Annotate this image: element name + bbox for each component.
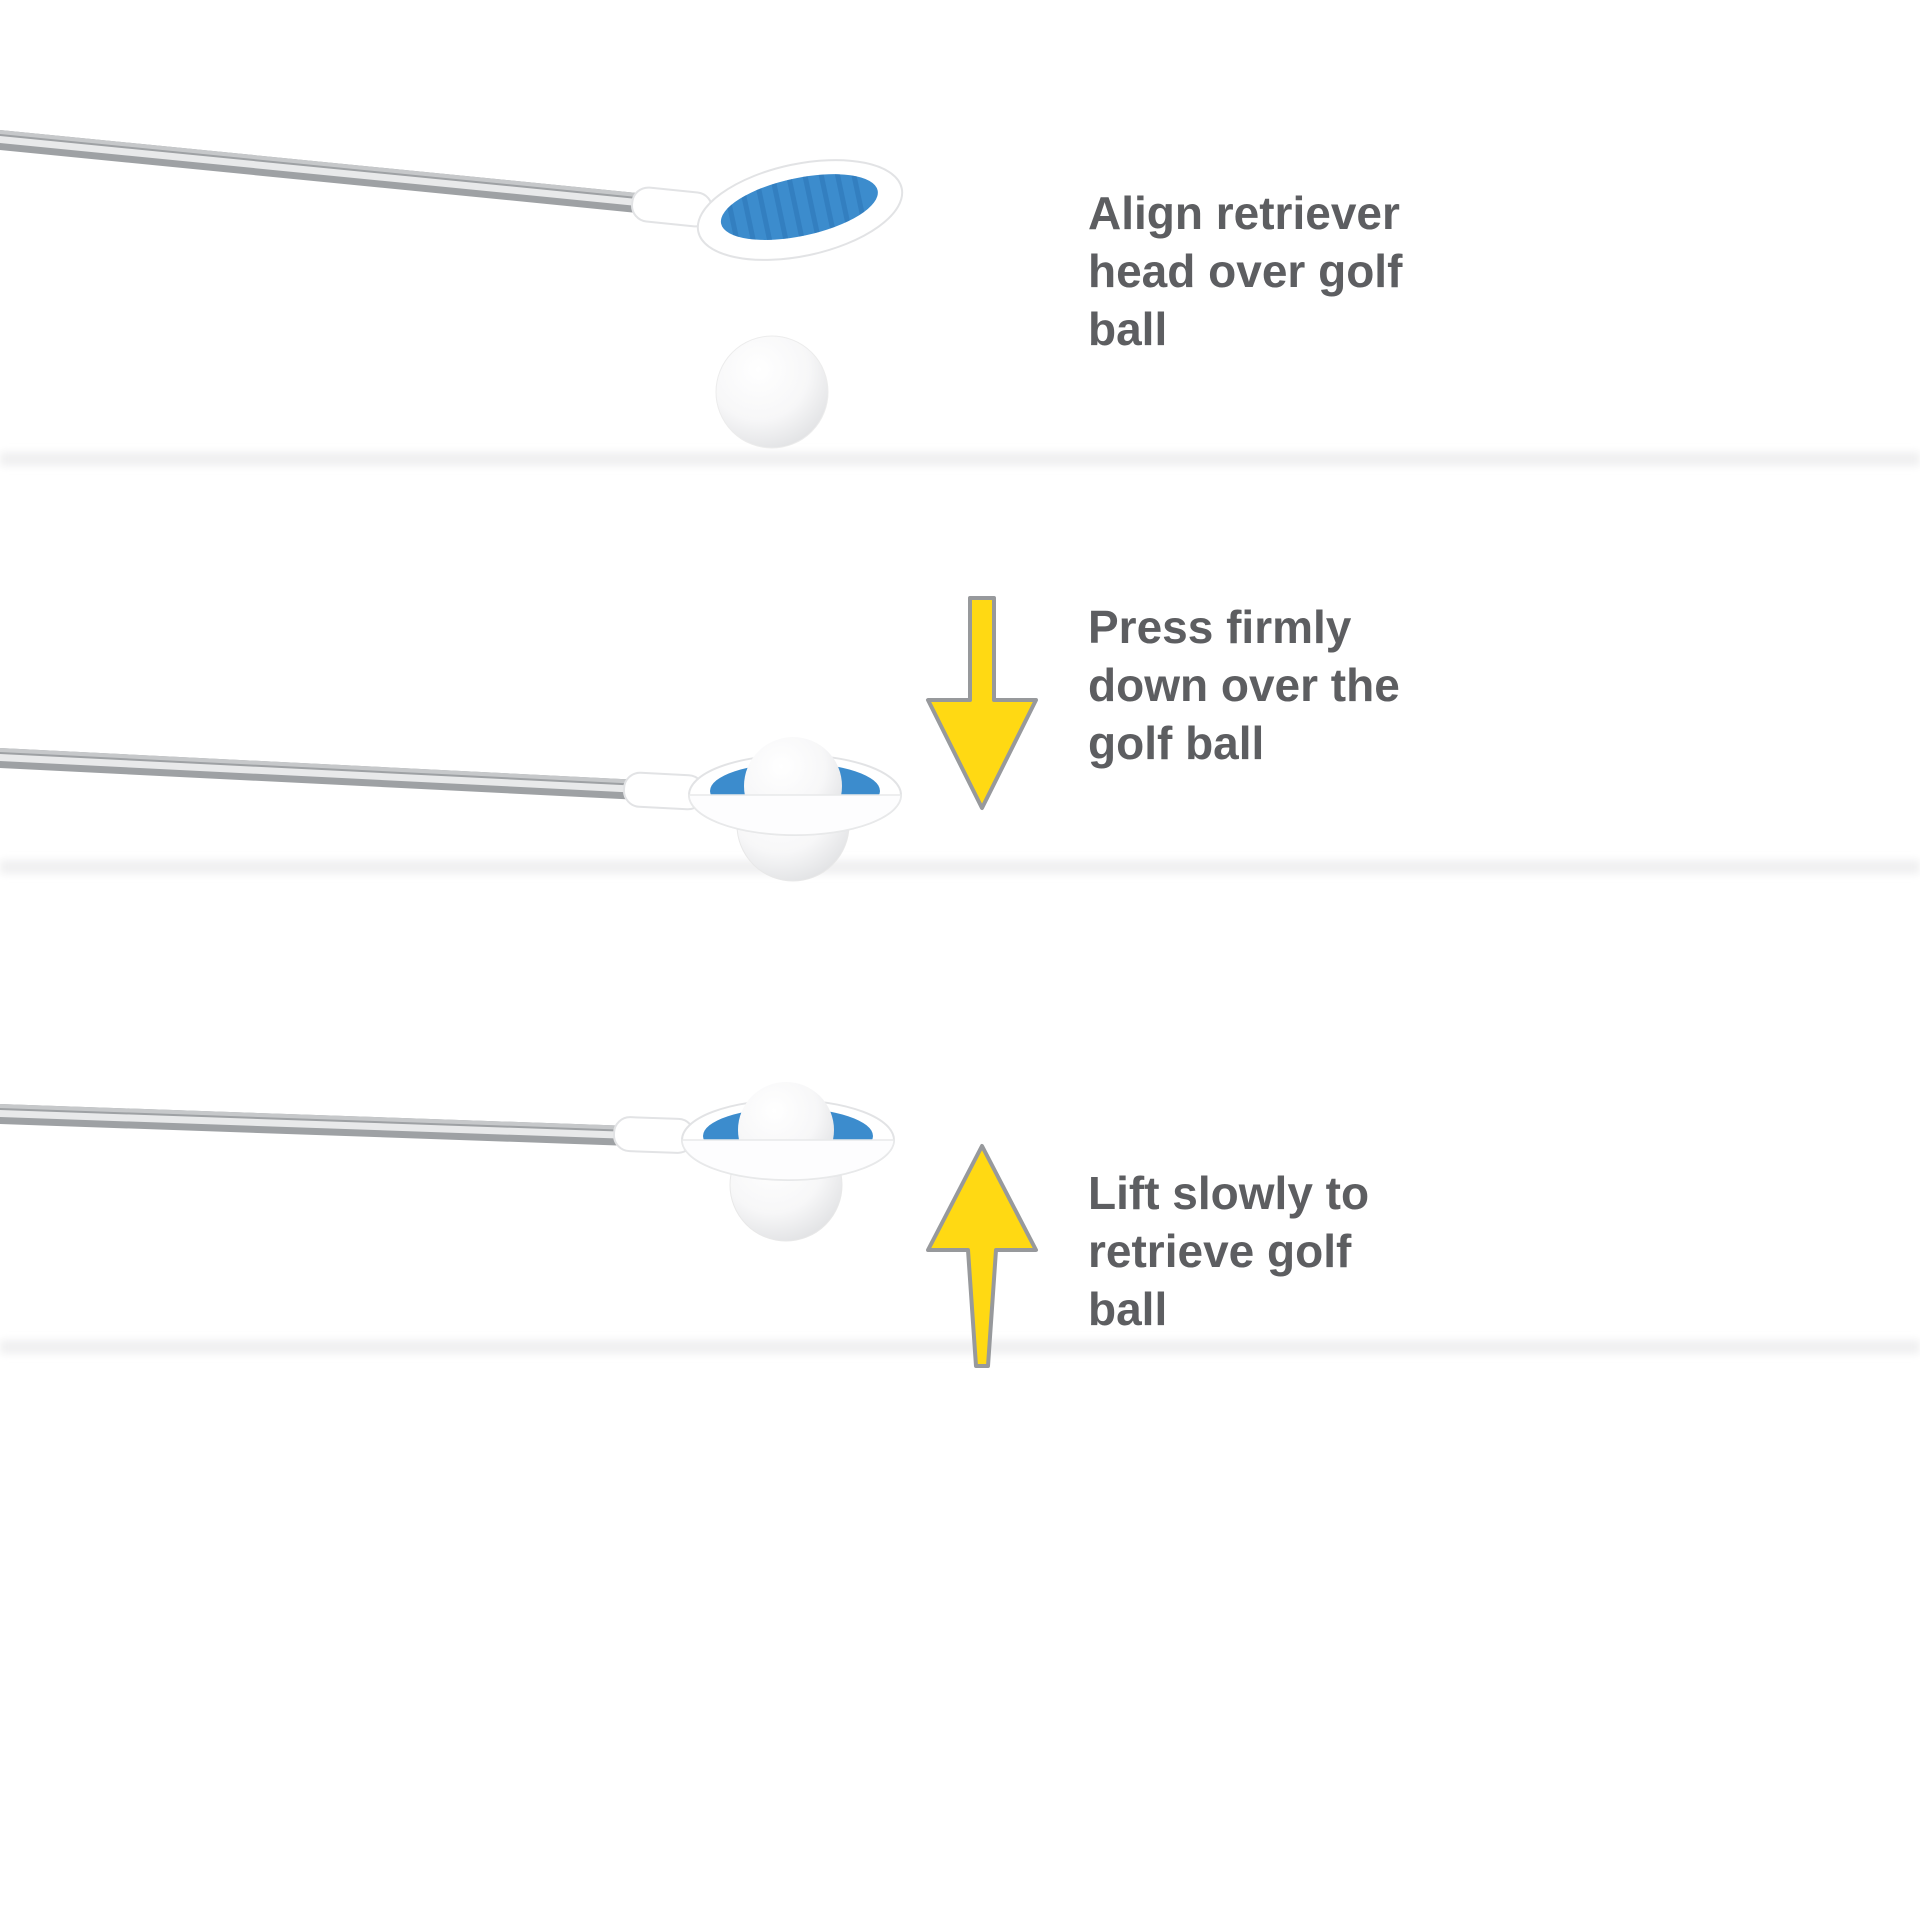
- ground-line-1: [0, 452, 1920, 466]
- down-arrow-icon: [926, 596, 1038, 810]
- shaft-edge: [0, 130, 648, 198]
- retriever-shaft-3: [0, 1104, 632, 1146]
- head-front-lip: [681, 1139, 895, 1181]
- retriever-shaft-2: [0, 748, 642, 800]
- caption-line: retrieve golf: [1088, 1225, 1352, 1277]
- retriever-head-3: [681, 1082, 895, 1242]
- caption-line: Align retriever: [1088, 187, 1400, 239]
- golf-ball-1: [715, 335, 829, 449]
- caption-line: Press firmly: [1088, 601, 1352, 653]
- head-front-lip: [688, 794, 902, 836]
- retriever-head-2: [688, 737, 902, 882]
- step-1-caption: Align retriever head over golf ball: [1088, 184, 1460, 358]
- shaft-shine: [0, 754, 642, 793]
- step-2-caption: Press firmly down over the golf ball: [1088, 598, 1460, 772]
- caption-line: golf ball: [1088, 717, 1265, 769]
- shaft-edge: [0, 1104, 632, 1130]
- caption-line: down over the: [1088, 659, 1400, 711]
- caption-line: head over golf: [1088, 245, 1403, 297]
- retriever-head-1: [696, 159, 904, 261]
- shaft-edge: [0, 748, 642, 784]
- shaft-shine: [0, 1110, 632, 1139]
- step-3-caption: Lift slowly to retrieve golf ball: [1088, 1164, 1460, 1338]
- ground-line-2: [0, 860, 1920, 874]
- caption-line: ball: [1088, 303, 1168, 355]
- up-arrow-icon: [926, 1144, 1038, 1368]
- shaft-shine: [0, 136, 648, 207]
- retriever-shaft-1: [0, 130, 648, 214]
- caption-line: ball: [1088, 1283, 1168, 1335]
- ground-line-3: [0, 1340, 1920, 1354]
- caption-line: Lift slowly to: [1088, 1167, 1370, 1219]
